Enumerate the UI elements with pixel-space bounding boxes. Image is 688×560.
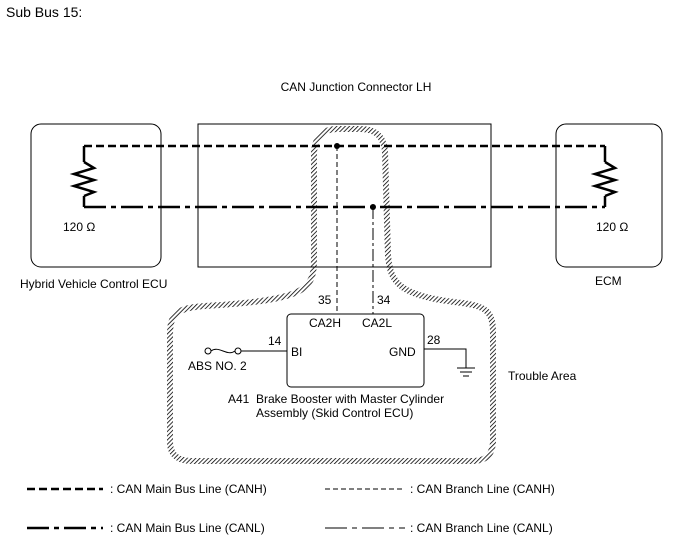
legend-branch-canl-label: : CAN Branch Line (CANL)	[410, 521, 553, 535]
pin-28: 28	[427, 333, 441, 347]
terminal-bi: BI	[291, 345, 302, 359]
fuse-icon	[204, 347, 242, 355]
junction-connector-label: CAN Junction Connector LH	[281, 80, 432, 94]
ground-icon	[457, 367, 475, 377]
terminal-ca2h: CA2H	[309, 316, 341, 330]
pin-14: 14	[268, 334, 282, 348]
brake-ecu-name-line1: Brake Booster with Master Cylinder	[256, 392, 444, 406]
left-resistance-label: 120 Ω	[63, 220, 95, 234]
legend-main-canh-label: : CAN Main Bus Line (CANH)	[110, 482, 267, 496]
brake-ecu-code: A41	[228, 392, 250, 406]
abs-fuse-label: ABS NO. 2	[188, 359, 247, 373]
pin-34: 34	[377, 293, 391, 307]
trouble-area-label: Trouble Area	[508, 369, 577, 383]
legend-branch-canh-label: : CAN Branch Line (CANH)	[410, 482, 555, 496]
left-termination-resistor	[69, 146, 99, 207]
hybrid-ecu-box	[30, 123, 162, 268]
trouble-area-boundary	[167, 126, 496, 464]
legend-main-canl-label: : CAN Main Bus Line (CANL)	[110, 521, 265, 535]
right-resistance-label: 120 Ω	[596, 220, 628, 234]
terminal-ca2l: CA2L	[362, 316, 392, 330]
terminal-gnd: GND	[389, 345, 416, 359]
pin-35: 35	[318, 293, 332, 307]
ecm-label: ECM	[595, 274, 622, 288]
right-termination-resistor	[590, 146, 620, 207]
hybrid-ecu-label: Hybrid Vehicle Control ECU	[20, 277, 167, 291]
gnd-wire	[424, 348, 467, 368]
page-title: Sub Bus 15:	[6, 4, 82, 20]
brake-ecu-name-line2: Assembly (Skid Control ECU)	[256, 406, 413, 420]
ecm-box	[555, 123, 663, 268]
junction-connector-box	[197, 123, 492, 268]
